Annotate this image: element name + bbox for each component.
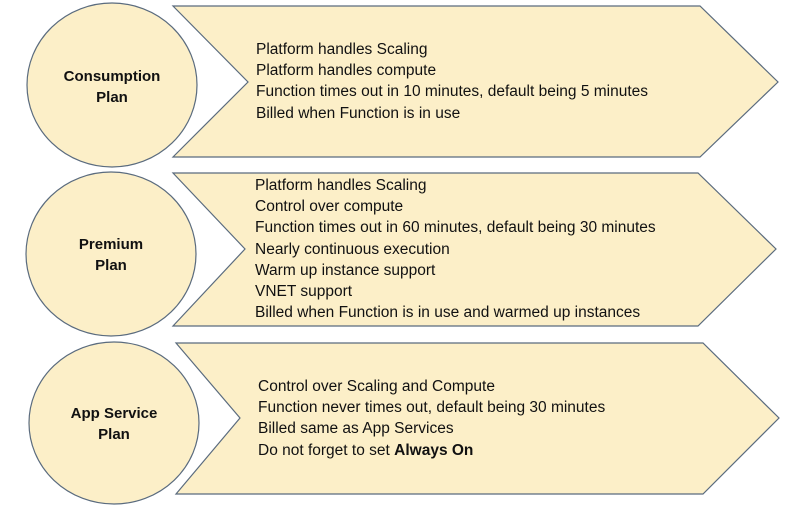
feature-item: Billed when Function is in use: [256, 104, 461, 122]
premium-circle: [25, 171, 197, 337]
plan-title-line2: Plan: [96, 89, 128, 106]
feature-item: Platform handles Scaling: [256, 41, 428, 58]
app-service-plan-title: App Service Plan: [29, 403, 199, 445]
plan-title-line1: App Service: [70, 405, 158, 422]
feature-item: Nearly continuous execution: [255, 240, 450, 258]
feature-item: Warm up instance support: [255, 261, 436, 279]
consumption-plan-title: Consumption Plan: [27, 66, 197, 108]
consumption-feature-list: Platform handles Scaling Platform handle…: [256, 39, 648, 124]
app-service-chevron: [174, 342, 780, 495]
feature-text: Do not forget to set: [258, 441, 395, 459]
plan-title-line2: Plan: [95, 257, 127, 274]
app-service-feature-list: Control over Scaling and Compute Functio…: [258, 376, 605, 461]
feature-item: Function never times out, default being …: [258, 399, 606, 417]
feature-item: Platform handles Scaling: [255, 177, 427, 194]
feature-item: Function times out in 10 minutes, defaul…: [256, 83, 649, 101]
premium-plan-title: Premium Plan: [26, 234, 196, 276]
feature-item: Billed same as App Services: [258, 420, 454, 438]
feature-item: Billed when Function is in use and warme…: [255, 304, 641, 322]
feature-item-always-on: Do not forget to set Always On: [258, 440, 605, 461]
consumption-circle: [26, 2, 198, 168]
always-on-emphasis: Always On: [394, 441, 474, 459]
feature-item: Platform handles compute: [256, 62, 437, 80]
app-service-circle: [28, 341, 200, 505]
plan-title-line2: Plan: [98, 426, 130, 443]
feature-item: Control over Scaling and Compute: [258, 378, 495, 395]
premium-chevron: [171, 172, 777, 327]
premium-feature-list: Platform handles Scaling Control over co…: [255, 175, 656, 323]
consumption-chevron: [171, 5, 779, 158]
feature-item: Function times out in 60 minutes, defaul…: [255, 219, 656, 237]
plan-title-line1: Consumption: [63, 68, 161, 85]
feature-item: Control over compute: [255, 198, 404, 216]
feature-item: VNET support: [255, 283, 353, 301]
plan-title-line1: Premium: [78, 236, 144, 253]
